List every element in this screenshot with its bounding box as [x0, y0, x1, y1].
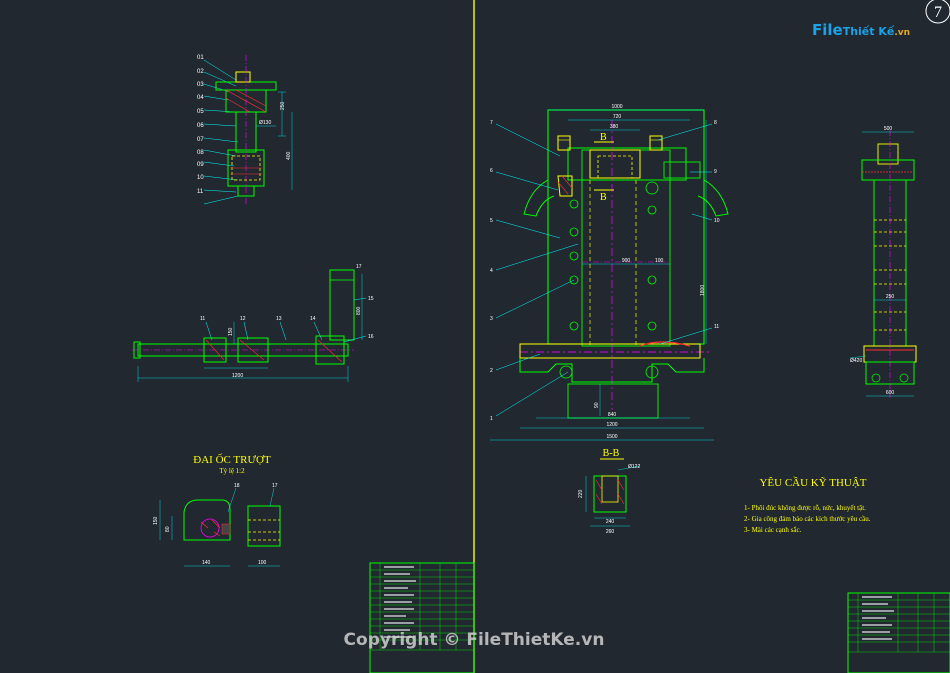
bb-dim-240: 240 [606, 519, 615, 525]
bb-dim-220: 220 [578, 489, 584, 498]
side-view: 500 250 600 Ø420 [849, 126, 917, 398]
main-callout-4: 4 [490, 268, 493, 274]
main-callout-11: 11 [714, 324, 719, 330]
dim-900: 900 [622, 258, 631, 264]
dim-150: 150 [228, 327, 234, 336]
sheet-number: 7 [934, 4, 942, 21]
callout-s13: 13 [276, 316, 282, 322]
title-block-left [369, 562, 475, 673]
dim-1000: 1000 [611, 104, 622, 110]
callout-09: 09 [197, 162, 204, 168]
dim-100: 100 [655, 258, 664, 264]
dim-90: 90 [594, 402, 600, 408]
dim-250: 250 [280, 101, 286, 110]
section-mark-top: B [600, 132, 607, 143]
bb-dim-260: 260 [606, 529, 615, 535]
copyright-watermark: Copyright © FileThietKe.vn [344, 630, 605, 650]
side-dim-250: 250 [886, 294, 895, 300]
logo-part-vn: .vn [894, 28, 910, 38]
bb-dim-o122: Ø122 [628, 464, 640, 470]
main-callout-1: 1 [490, 416, 493, 422]
filethietke-logo: FileThiết Kế.vn [812, 21, 910, 39]
nut-dim-140: 140 [202, 560, 211, 566]
callout-02: 02 [197, 69, 204, 75]
side-dim-o420: Ø420 [850, 358, 862, 364]
nut-callout-18: 18 [234, 483, 240, 489]
main-callout-10: 10 [714, 218, 720, 224]
dim-840: 840 [608, 412, 617, 418]
dim-1200: 1200 [606, 422, 617, 428]
requirement-3: 3- Mài các cạnh sắc. [744, 526, 802, 534]
callout-11: 11 [197, 189, 204, 195]
callout-s17: 17 [356, 264, 362, 270]
main-front-view: B B 1000 720 380 900 100 840 1200 1500 1… [490, 104, 729, 441]
dim-400: 400 [286, 151, 292, 160]
top-assembly-view: 01 02 03 04 05 06 07 08 09 10 11 [197, 55, 293, 205]
callout-03: 03 [197, 82, 204, 88]
nut-dim-100: 100 [258, 560, 267, 566]
callout-08: 08 [197, 150, 204, 156]
main-callout-7: 7 [490, 120, 493, 126]
section-bb-view: B-B Ø122 220 240 260 [578, 448, 640, 535]
dim-1200: 1200 [232, 373, 243, 379]
dim-o130: Ø130 [259, 120, 271, 126]
logo-part-file: File [812, 21, 843, 39]
nut-detail-scale: Tỷ lệ 1:2 [219, 467, 245, 475]
main-callout-2: 2 [490, 368, 493, 374]
callout-s14: 14 [310, 316, 316, 322]
callout-05: 05 [197, 109, 204, 115]
main-callout-6: 6 [490, 168, 493, 174]
callout-s15: 15 [368, 296, 374, 302]
nut-dim-150: 150 [153, 516, 159, 525]
callout-01: 01 [197, 55, 204, 61]
dim-1500: 1500 [606, 434, 617, 440]
main-callout-3: 3 [490, 316, 493, 322]
dim-720: 720 [613, 114, 622, 120]
nut-callout-17: 17 [272, 483, 278, 489]
callout-06: 06 [197, 123, 204, 129]
dim-800: 800 [356, 306, 362, 315]
requirement-1: 1- Phôi đúc không được rỗ, nức, khuyết t… [744, 504, 866, 512]
title-block-right [847, 592, 950, 673]
sheet-number-badge: 7 [925, 0, 950, 24]
main-callout-8: 8 [714, 120, 717, 126]
callout-04: 04 [197, 95, 204, 101]
shaft-assembly-view: 1200 800 150 11 12 13 14 15 16 17 [132, 264, 374, 382]
section-mark-bottom: B [600, 192, 607, 203]
dim-1800: 1800 [700, 285, 706, 296]
side-dim-500: 500 [884, 126, 893, 132]
main-callout-9: 9 [714, 169, 717, 175]
main-callout-5: 5 [490, 218, 493, 224]
callout-10: 10 [197, 175, 204, 181]
callout-s16: 16 [368, 334, 374, 340]
svg-text:FileThiết Kế.vn: FileThiết Kế.vn [812, 21, 910, 39]
dim-380: 380 [610, 124, 619, 130]
nut-detail-title: ĐAI ỐC TRƯỢT [193, 453, 271, 466]
requirement-2: 2- Gia công đảm bảo các kích thước yêu c… [744, 515, 871, 523]
callout-07: 07 [197, 137, 204, 143]
callout-s12: 12 [240, 316, 246, 322]
requirements-title: YÊU CẦU KỸ THUẬT [759, 476, 866, 489]
nut-detail: ĐAI ỐC TRƯỢT Tỷ lệ 1:2 140 100 150 80 18… [153, 453, 281, 567]
section-bb-title: B-B [603, 448, 620, 459]
logo-part-thietke: Thiết Kế [843, 25, 895, 38]
callout-s11: 11 [200, 316, 205, 322]
technical-requirements: YÊU CẦU KỸ THUẬT 1- Phôi đúc không được … [744, 476, 871, 534]
nut-dim-80: 80 [165, 526, 171, 532]
side-dim-600: 600 [886, 390, 895, 396]
